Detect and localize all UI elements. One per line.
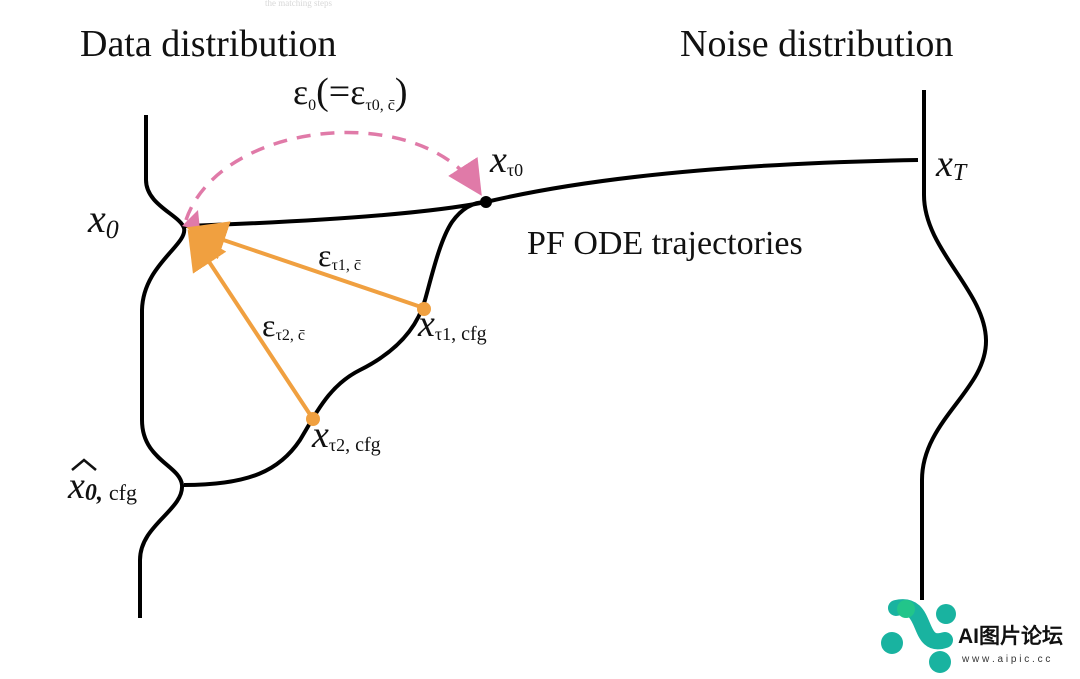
data-distribution-title: Data distribution <box>80 23 336 65</box>
x-tau1-point <box>417 302 431 316</box>
eps-tau1-arrow <box>186 221 425 310</box>
eps0-dashed-arc <box>184 130 482 221</box>
eps-tau1-label: ετ1, c̄ <box>318 237 361 274</box>
watermark-url: w w w . a i p i c . c c <box>961 654 1050 665</box>
noise-distribution-title: Noise distribution <box>680 23 953 65</box>
eps-tau2-arrow <box>187 229 315 421</box>
eps-tau2-label: ετ2, c̄ <box>262 307 305 344</box>
pf-ode-trajectories-label: PF ODE trajectories <box>527 225 803 262</box>
noise-distribution-curve <box>920 90 989 600</box>
x-tau2-label: xτ2, cfg <box>311 414 381 456</box>
eps0-label: ε0(=ετ0, c̄) <box>293 71 408 114</box>
watermark: AI图片论坛 w w w . a i p i c . c c <box>881 599 1063 673</box>
top-trajectory <box>183 158 919 228</box>
watermark-logo-icon <box>881 599 956 673</box>
x-tau2-point <box>306 412 320 426</box>
x0hat-label: x0,cfg <box>67 458 137 507</box>
faint-top-text: the matching steps <box>265 0 332 8</box>
watermark-brand: AI图片论坛 <box>958 624 1063 648</box>
x-tau1-label: xτ1, cfg <box>417 303 487 345</box>
x-tau0-label: xτ0 <box>489 139 523 181</box>
xT-label: xT <box>935 143 968 186</box>
lower-trajectory <box>183 200 487 487</box>
svg-text:x0,cfg: x0,cfg <box>67 465 137 507</box>
x-tau0-point <box>480 196 492 208</box>
x0-label: x0 <box>87 196 119 244</box>
data-distribution-curve <box>138 115 187 618</box>
hat-accent <box>71 458 97 471</box>
